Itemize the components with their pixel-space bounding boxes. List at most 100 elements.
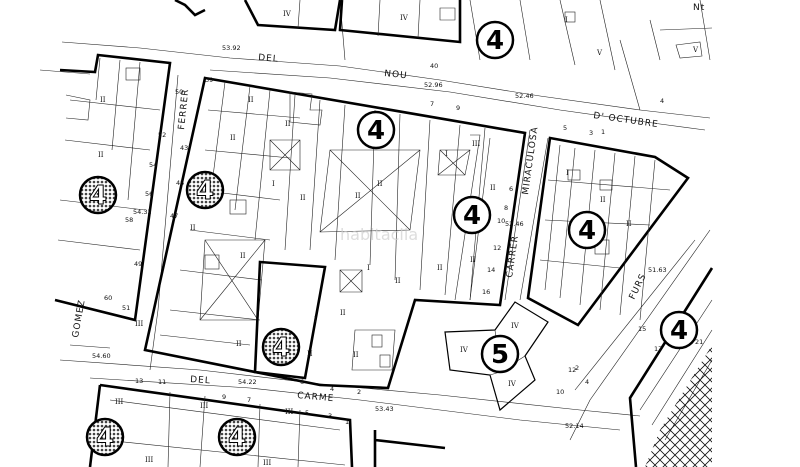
level-label: II [98,151,104,159]
level-label: II [190,224,196,232]
house-number: 54 [149,161,157,169]
house-number: 16 [482,288,490,296]
zone-marker-4: 4 [85,417,125,457]
zone-marker-4: 4 [78,175,118,215]
watermark: habitaclia [340,225,418,244]
zone-marker-circle [659,310,699,350]
elevation-label: 52.46 [505,220,524,228]
zone-marker-4: 4 [356,110,396,150]
house-number: 12 [493,244,501,252]
house-number: 40 [430,62,438,70]
street-label-furs: FURS [628,272,649,301]
street-label-ferrer: FERRER [177,88,191,130]
elevation-label: 52.14 [565,422,584,430]
house-number: 39 [205,76,213,84]
house-number: 49 [134,260,142,268]
elevation-label: 54.22 [238,378,257,386]
elevation-label: 53.92 [222,44,241,52]
level-label: I [565,16,568,24]
zone-marker-label: 4 [670,316,688,346]
zone-marker-circle [78,175,118,215]
house-number: 5 [305,409,309,417]
house-number: 7 [430,100,434,108]
zone-marker-4: 4 [475,20,515,60]
zone-marker-circle [475,20,515,60]
street-label-nc: Nt [693,3,705,13]
street-label-del-carme-1: DEL [190,375,211,386]
house-number: 5 [563,124,567,132]
level-label: V [692,46,699,54]
level-label: I [272,180,275,188]
level-label: III [145,456,154,464]
zone-marker-label: 4 [89,181,107,211]
elevation-label: 53.43 [375,405,394,413]
zone-marker-circle [567,210,607,250]
zone-marker-circle [480,334,520,374]
house-number: 7 [247,396,251,404]
elevation-label: 52.46 [515,92,534,100]
house-number: 9 [222,393,226,401]
street-edges [39,0,711,441]
zone-marker-4: 4 [261,327,301,367]
level-label: II [470,256,476,264]
level-label: I [445,150,448,158]
house-number: 15 [638,325,646,333]
house-number: 14 [487,266,495,274]
level-label: II [230,134,236,142]
block-right [526,136,690,327]
level-label: II [285,120,291,128]
house-number: 21 [695,338,703,346]
house-number: 10 [556,388,564,396]
house-number: 43 [180,144,188,152]
zone-marker-label: 4 [96,423,114,453]
zone-marker-circle [452,195,492,235]
zone-marker-circle [261,327,301,367]
house-number: 3 [328,412,332,420]
level-label: IV [460,346,469,354]
zone-marker-4: 4 [185,170,225,210]
house-number: 3 [589,129,593,137]
house-number: 1 [345,418,349,426]
zone-marker-circle [217,417,257,457]
level-label: II [236,340,242,348]
block-top-center [174,0,462,44]
level-label: II [626,220,632,228]
zone-marker-5: 5 [480,334,520,374]
zone-marker-label: 4 [367,116,385,146]
house-number: 9 [456,104,460,112]
level-label: III [263,459,272,467]
street-label-del-nou-1: DEL [258,53,279,65]
level-label: II [240,252,246,260]
zone-marker-circle [356,110,396,150]
block-far-right [628,267,714,467]
level-label: II [355,192,361,200]
zone-marker-4: 4 [659,310,699,350]
level-label: III [472,140,481,148]
level-label: II [437,264,443,272]
zone-marker-label: 4 [578,216,596,246]
house-number: 6 [509,185,513,193]
house-number: 6 [300,378,304,386]
block-main [143,76,527,390]
level-label: II [307,350,313,358]
house-number: 50 [175,88,183,96]
house-number: 58 [125,216,133,224]
house-number: 8 [504,204,508,212]
house-number: 17 [654,345,662,353]
level-label: II [300,194,306,202]
level-label: II [490,184,496,192]
street-label-del-nou-2: NOU [384,69,408,81]
elevation-labels: 53.92 52.96 52.46 54.32 52.46 51.63 54.6… [92,44,667,430]
zone-marker-4: 4 [217,417,257,457]
house-number: 11 [158,378,166,386]
level-label: IV [400,14,409,22]
elevation-label: 54.32 [133,208,152,216]
house-number: 2 [575,364,579,372]
zone-markers: 4 4 4 4 4 4 4 4 4 4 5 [78,20,699,457]
zone-marker-4: 4 [452,195,492,235]
level-label: II [353,351,359,359]
zone-marker-label: 4 [486,26,504,56]
zone-marker-label: 5 [491,340,509,370]
